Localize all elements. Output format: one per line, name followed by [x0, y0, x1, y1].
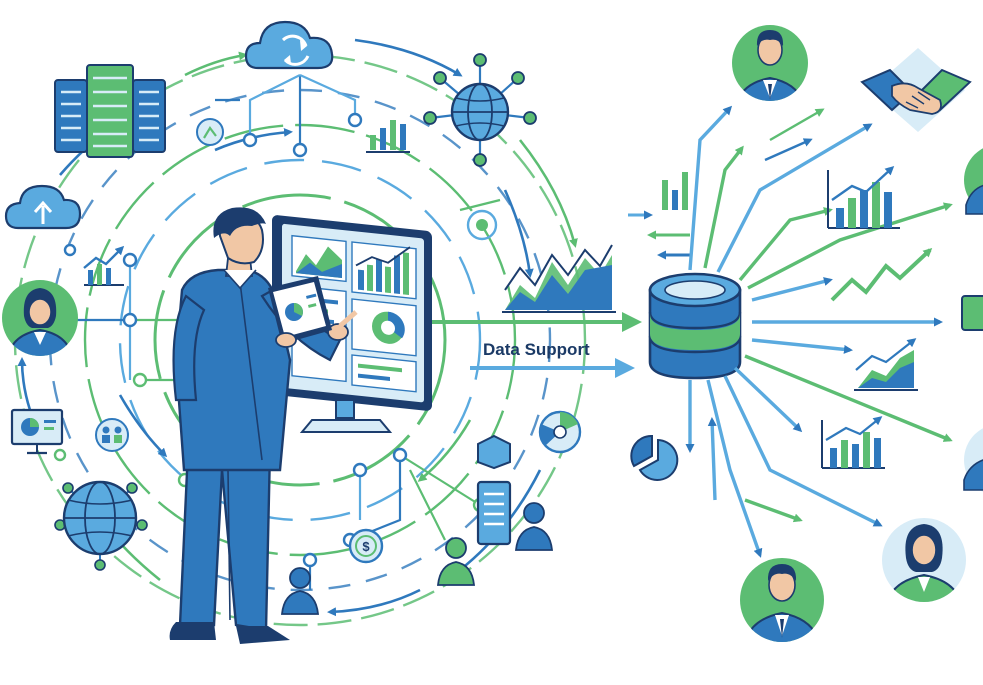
svg-text:$: $ [362, 539, 370, 554]
businessman-avatar-icon [740, 558, 824, 642]
user-icon [281, 567, 319, 615]
edge-avatar-icon [961, 148, 983, 492]
team-icon [95, 418, 129, 452]
tablet-icon [268, 276, 332, 348]
bar-chart-icon [366, 120, 410, 153]
growth-bar-chart-icon [827, 165, 900, 229]
cloud-sync-icon [244, 20, 334, 70]
rising-area-chart-icon [854, 338, 918, 391]
flow-arrows [420, 312, 642, 378]
businesswoman-avatar-icon [882, 518, 966, 602]
businessman-avatar-icon [732, 25, 808, 101]
handshake-icon [860, 48, 972, 132]
monitor-pie-icon [10, 408, 64, 455]
ring-node-icon [466, 209, 498, 241]
trend-line-icon [830, 247, 933, 302]
pie-slice-icon [630, 434, 679, 481]
line-chart-icon [83, 245, 125, 286]
target-icon [538, 410, 582, 454]
server-tower-icon [476, 434, 512, 546]
cloud-upload-icon [4, 184, 82, 230]
analyst-figure [169, 207, 358, 644]
database-icon [648, 272, 742, 380]
woman-avatar-icon [2, 280, 78, 356]
globe-network-icon [423, 53, 537, 167]
bar-chart-icon [821, 416, 885, 469]
area-chart-icon [502, 244, 616, 313]
globe-icon [54, 480, 148, 571]
dollar-coin-icon: $ [348, 528, 384, 564]
data-support-label: Data Support [483, 340, 590, 359]
server-rack-icon [54, 64, 166, 158]
users-icon [437, 502, 553, 586]
hub-left-icons [628, 172, 690, 260]
hub-radiating-arrows [685, 105, 953, 558]
chart-node-icon [196, 118, 224, 146]
